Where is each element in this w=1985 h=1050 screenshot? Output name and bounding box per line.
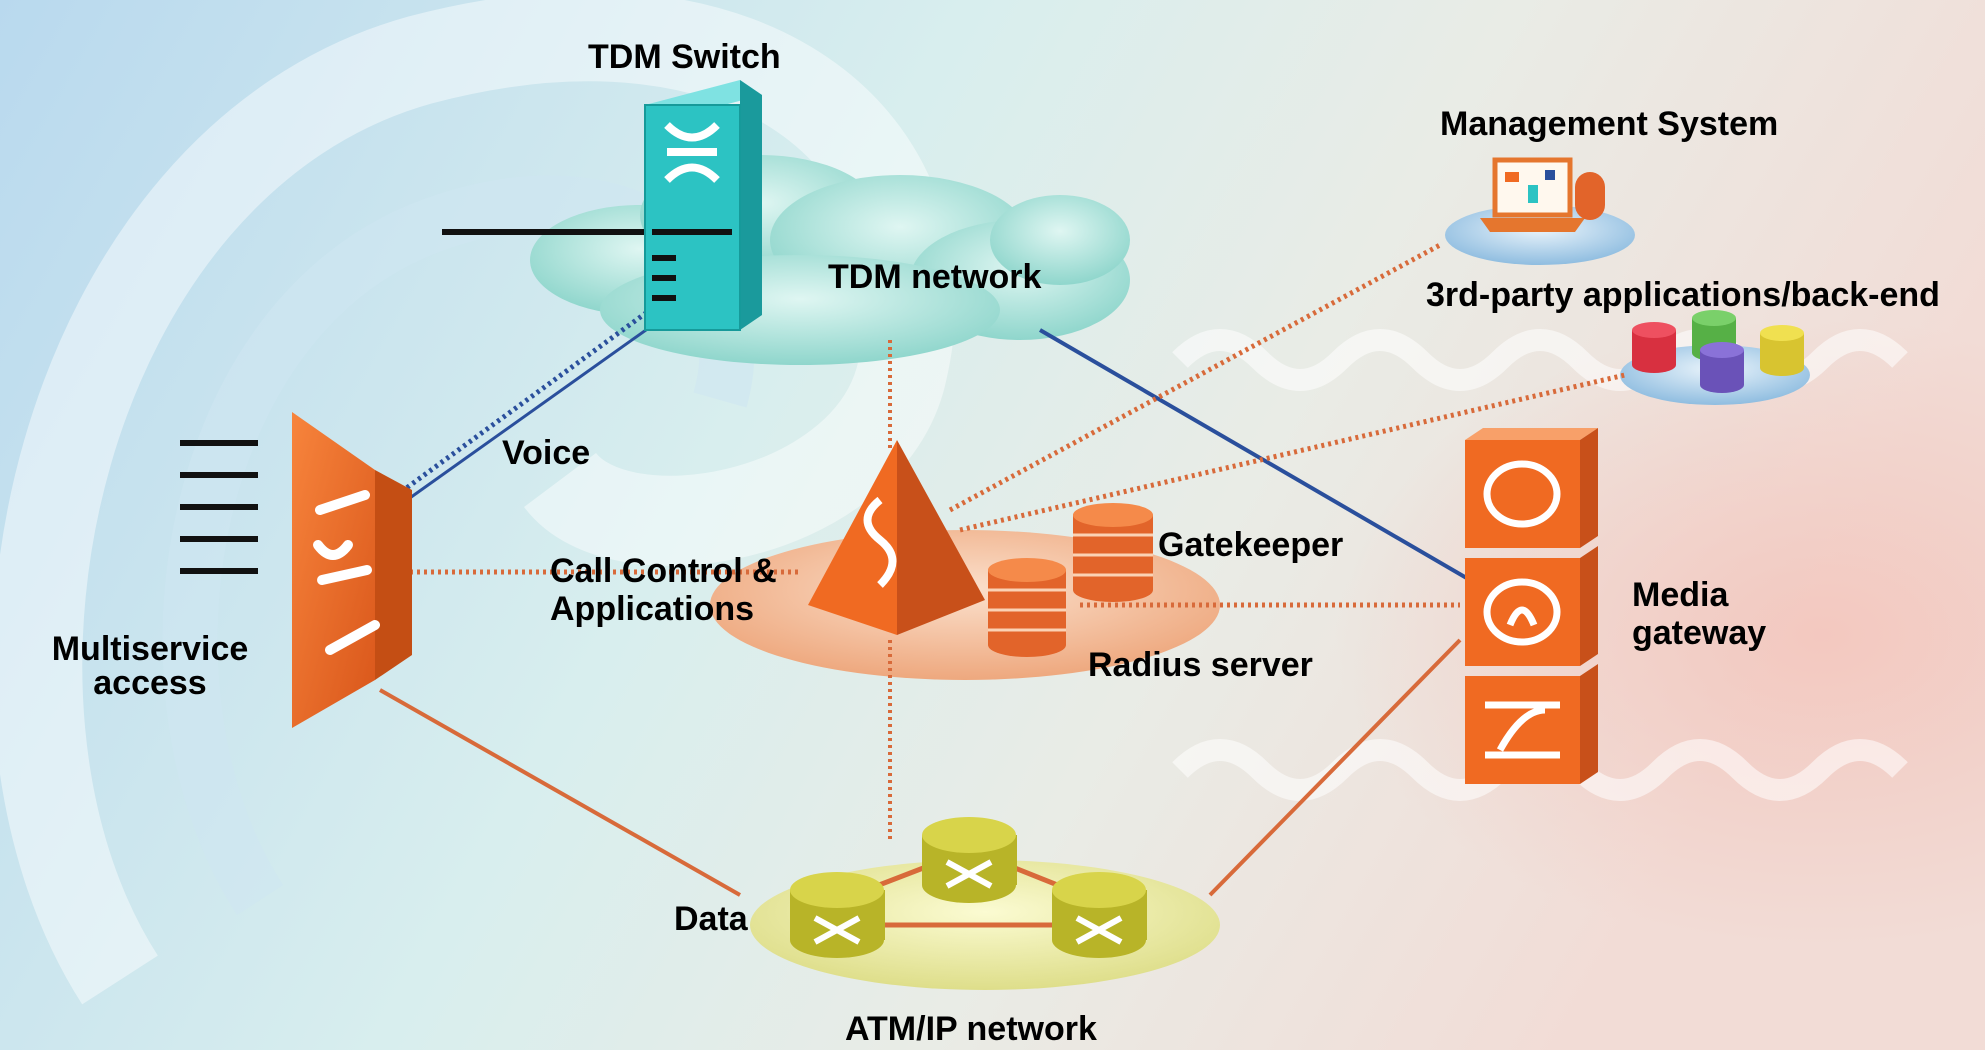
- tdm-switch-label: TDM Switch: [588, 38, 781, 76]
- radius-server-database: [988, 558, 1066, 657]
- call-flow-icon: [863, 496, 897, 588]
- data-label: Data: [674, 900, 748, 938]
- switch-x-icon: [664, 122, 720, 183]
- media-gateway-label-line1: Media: [1632, 576, 1729, 614]
- link-access-switch-voice-dotted: [388, 307, 652, 503]
- call-control-label-line2: Applications: [550, 590, 755, 628]
- access-lines: [180, 440, 258, 574]
- laptop-icon: [1480, 157, 1605, 232]
- gatekeeper-database: [1073, 503, 1153, 602]
- gatekeeper-label: Gatekeeper: [1158, 526, 1344, 564]
- loop-arrows-icon: [1483, 460, 1561, 528]
- link-access-switch-voice: [399, 318, 661, 507]
- call-control-pyramid: [808, 440, 985, 635]
- link-access-atm: [379, 688, 741, 897]
- media-gateway-device: [1465, 428, 1598, 784]
- media-gateway-unit-1: [1465, 428, 1598, 548]
- third-party-databases: [1632, 310, 1804, 393]
- multiservice-access-label-line1: Multiservice: [51, 630, 249, 668]
- background-swirl: [0, 0, 956, 1005]
- link-call-control-management: [948, 242, 1442, 513]
- multiservice-access-device: [292, 412, 412, 728]
- voice-label: Voice: [502, 434, 591, 472]
- link-atm-media-gateway: [1208, 638, 1462, 897]
- multiservice-access-label-line2: access: [93, 664, 207, 702]
- connections: [379, 225, 1626, 897]
- call-control-label-line1: Call Control &: [550, 552, 777, 590]
- third-party-label: 3rd-party applications/back-end: [1426, 276, 1940, 314]
- router-icon-right: [1052, 872, 1147, 958]
- media-gateway-unit-3: [1465, 664, 1598, 784]
- router-icon-top: [922, 817, 1017, 903]
- tdm-switch-device: [644, 80, 762, 331]
- routing-arrows-icon: [313, 490, 380, 655]
- atm-ip-network-label: ATM/IP network: [845, 1010, 1097, 1048]
- switch-arrows-icon: [1485, 701, 1560, 759]
- atm-routers: [790, 817, 1147, 958]
- media-gateway-label-line2: gateway: [1632, 614, 1767, 652]
- link-cloud-media-gateway: [1038, 328, 1472, 582]
- tdm-network-label: TDM network: [828, 258, 1042, 296]
- conversion-arrows-icon: [1483, 578, 1561, 646]
- link-call-control-third-party: [959, 372, 1626, 533]
- router-icon-left: [790, 872, 885, 958]
- media-gateway-unit-2: [1465, 546, 1598, 666]
- radius-server-label: Radius server: [1088, 646, 1313, 684]
- management-system-label: Management System: [1440, 105, 1779, 143]
